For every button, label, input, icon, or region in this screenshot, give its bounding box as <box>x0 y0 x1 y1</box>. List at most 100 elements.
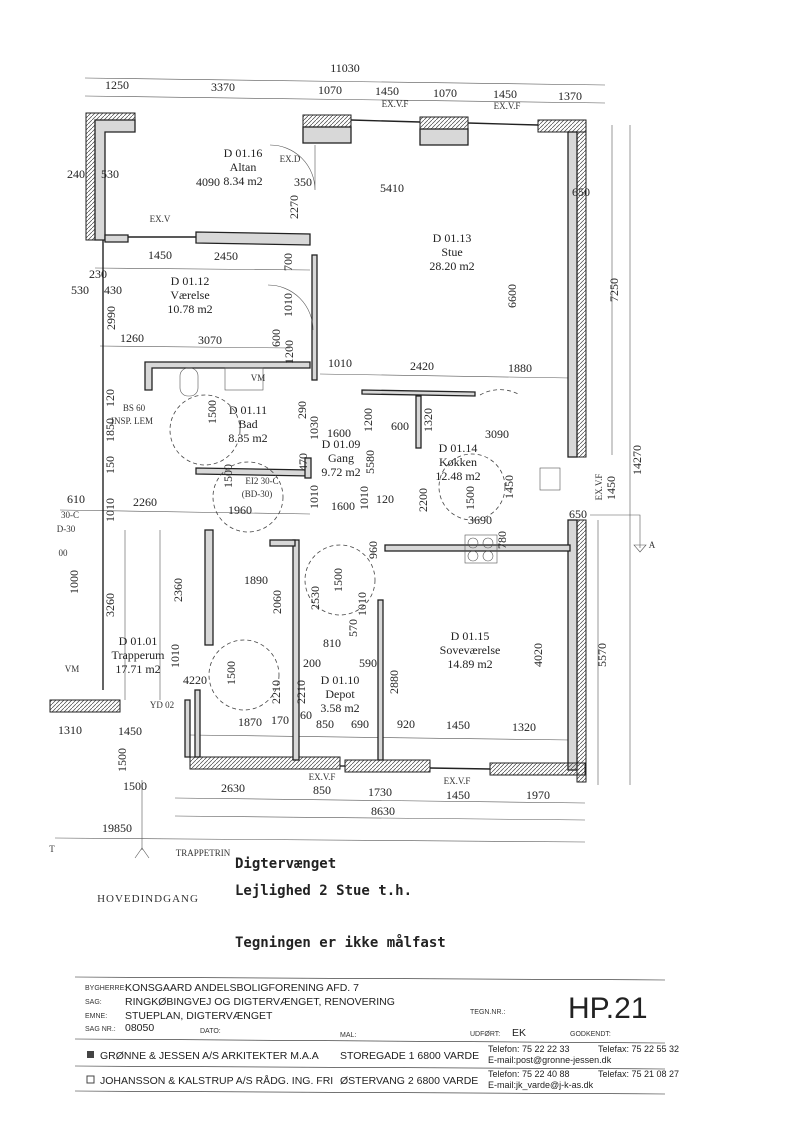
disclaimer-text: Tegningen er ikke målfast <box>235 934 446 951</box>
dimension-label: 1200 <box>282 340 296 364</box>
dimension-label: 1200 <box>361 408 375 432</box>
annotation-label: BS 60 <box>123 403 146 413</box>
room-name: Depot <box>325 687 355 701</box>
firm1-address: STOREGADE 1 6800 VARDE <box>340 1050 479 1062</box>
dimension-label: 650 <box>569 507 587 521</box>
dimension-label: 650 <box>572 185 590 199</box>
firm2-email: E-mail:jk_varde@j-k-as.dk <box>488 1080 594 1090</box>
dimension-label: 350 <box>294 175 312 189</box>
dimension-label: 2450 <box>214 249 238 263</box>
room-area: 17.71 m2 <box>115 662 160 676</box>
firm2-address: ØSTERVANG 2 6800 VARDE <box>340 1075 478 1087</box>
turning-circle-icon <box>208 639 280 711</box>
sag-label: SAG: <box>85 999 102 1006</box>
annotation-label: YD 02 <box>150 700 174 710</box>
dimension-label: 1880 <box>508 361 532 375</box>
dimension-label: 230 <box>89 267 107 281</box>
udfort-label: UDFØRT: <box>470 1031 500 1038</box>
dimension-label: 1500 <box>205 400 219 424</box>
dimension-label: 2880 <box>387 670 401 694</box>
firm1-phone: Telefon: 75 22 22 33 <box>488 1044 570 1054</box>
street-title: Digtervænget <box>235 856 336 872</box>
dimension-label: 3090 <box>485 427 509 441</box>
dimension-label: 600 <box>391 419 409 433</box>
annotation-label: VM <box>251 373 266 383</box>
annotation-label: (BD-30) <box>242 489 273 499</box>
dimension-label: 1310 <box>58 723 82 737</box>
dimension-label: 2420 <box>410 359 434 373</box>
dimension-label: 1500 <box>123 779 147 793</box>
emne-label: EMNE: <box>85 1013 107 1020</box>
dimension-label: 240 <box>67 167 85 181</box>
firm1-name: GRØNNE & JESSEN A/S ARKITEKTER M.A.A <box>100 1050 319 1062</box>
dimension-label: 200 <box>303 656 321 670</box>
dimension-label: 1500 <box>331 568 345 592</box>
dimension-label: 850 <box>313 783 331 797</box>
annotation-label: T <box>49 844 55 854</box>
dimension-label: 1010 <box>328 356 352 370</box>
dimension-label: 1070 <box>318 83 342 97</box>
room-id: D 01.15 <box>451 629 490 643</box>
room-name: Gang <box>328 451 354 465</box>
turning-circle-icon <box>212 461 284 533</box>
room-name: Trapperum <box>112 648 166 662</box>
annotation-label: VM <box>65 664 80 674</box>
room-area: 3.58 m2 <box>320 701 359 715</box>
dimension-label: 1370 <box>558 89 582 103</box>
room-id: D 01.09 <box>322 437 361 451</box>
empty-checkbox-icon <box>86 1075 95 1084</box>
dimension-label: 1870 <box>238 715 262 729</box>
dimension-label: 1850 <box>103 418 117 442</box>
room-name: Køkken <box>439 455 477 469</box>
dimension-label: 2060 <box>270 590 284 614</box>
dimension-label: 1010 <box>307 485 321 509</box>
room-id: D 01.12 <box>171 274 210 288</box>
dimension-label: 810 <box>323 636 341 650</box>
dimension-label: 530 <box>101 167 119 181</box>
dimension-label: 1600 <box>331 499 355 513</box>
dimension-label: 850 <box>316 717 334 731</box>
room-name: Soveværelse <box>440 643 501 657</box>
dimension-label: 1970 <box>526 788 550 802</box>
dato-label: DATO: <box>200 1028 221 1035</box>
sink-icon <box>539 467 561 491</box>
dimension-label: 700 <box>281 253 295 271</box>
firm2-phone: Telefon: 75 22 40 88 <box>488 1069 570 1079</box>
room-id: D 01.01 <box>119 634 158 648</box>
room-area: 10.78 m2 <box>167 302 212 316</box>
dimension-label: 1450 <box>604 476 618 500</box>
room-area: 8.34 m2 <box>223 174 262 188</box>
dimension-label: 7250 <box>607 278 621 302</box>
dimension-label: 1010 <box>355 592 369 616</box>
dimension-label: 1010 <box>103 498 117 522</box>
dimension-label: 1960 <box>228 503 252 517</box>
annotation-label: EX.V.F <box>382 99 409 109</box>
annotation-label: A <box>649 540 656 550</box>
turning-circle-icon <box>438 453 506 521</box>
room-id: D 01.16 <box>224 146 263 160</box>
annotation-label: EI2 30-C <box>245 476 278 486</box>
dimension-label: 1450 <box>118 724 142 738</box>
dimension-label: 1600 <box>327 426 351 440</box>
annotation-label: EX.V.F <box>594 474 604 501</box>
dimension-label: 1890 <box>244 573 268 587</box>
stove-icon <box>464 534 498 564</box>
filled-checkbox-icon <box>87 1051 94 1058</box>
bygherre-label: BYGHERRE: <box>85 985 126 992</box>
room-id: D 01.13 <box>433 231 472 245</box>
dimension-label: 3260 <box>103 593 117 617</box>
annotation-label: EX.V <box>150 214 171 224</box>
dimension-label: 1010 <box>281 293 295 317</box>
annotation-label: HOVEDINDGANG <box>97 893 199 905</box>
dimension-label: 780 <box>495 531 509 549</box>
dimension-label: 1450 <box>148 248 172 262</box>
dimension-label: 1250 <box>105 78 129 92</box>
dimension-label: 3370 <box>211 80 235 94</box>
dimension-label: 60 <box>300 708 312 722</box>
dimension-label: 14270 <box>630 445 644 475</box>
dimension-label: 1500 <box>463 486 477 510</box>
dimension-label: 2360 <box>171 578 185 602</box>
annotation-label: TRAPPETRIN <box>176 848 231 858</box>
